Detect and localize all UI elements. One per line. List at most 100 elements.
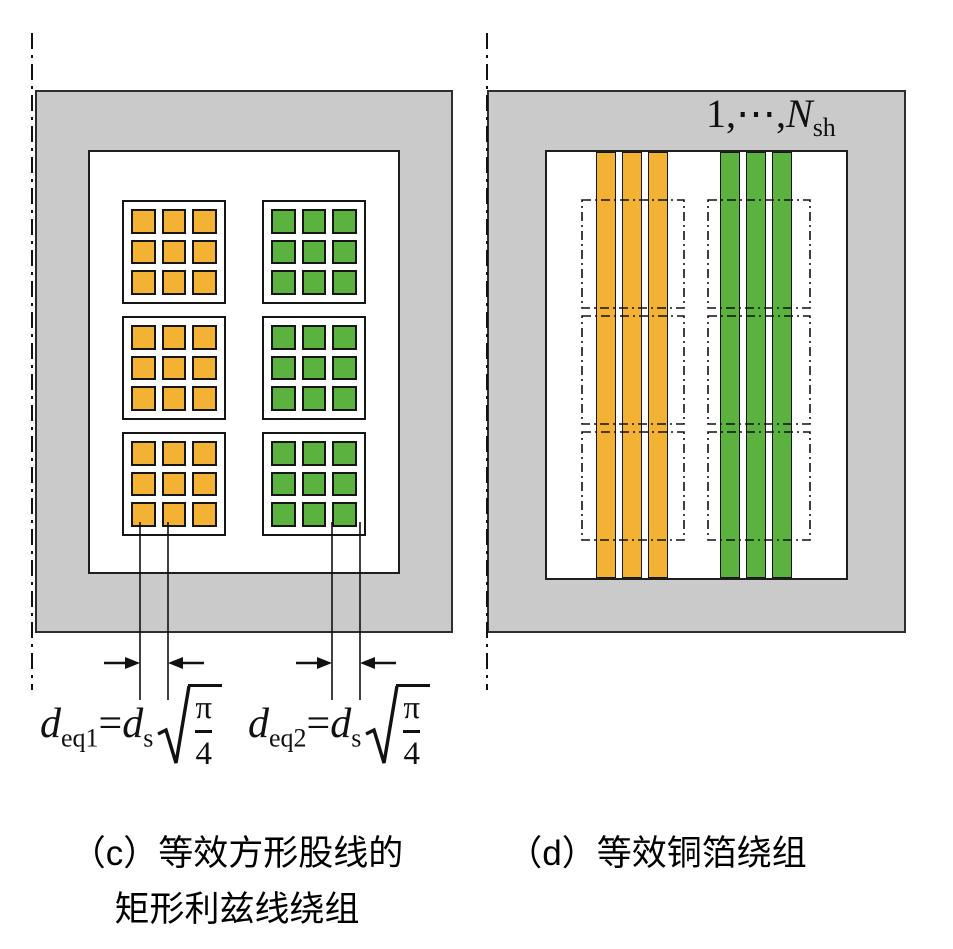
strand-square: [131, 355, 156, 381]
strand-square: [192, 325, 217, 350]
foil-strip: [622, 152, 642, 578]
strand-square: [192, 209, 217, 234]
strand-square: [301, 239, 327, 265]
foil-group-green: [720, 152, 792, 578]
formula-var: d: [330, 700, 352, 747]
strand-square: [131, 270, 156, 295]
coil-grid: [88, 150, 400, 574]
label-prefix: 1,⋯,: [706, 91, 786, 136]
strand-square: [271, 209, 296, 234]
coil-box-orange: [122, 316, 226, 420]
strand-square: [332, 441, 357, 466]
strand-square: [332, 502, 357, 527]
fraction: π 4: [188, 684, 223, 772]
strand-square: [161, 441, 187, 466]
coil-box-green: [262, 432, 366, 536]
formula-text: deq2=ds: [248, 703, 361, 751]
foil-count-label: 1,⋯,Nsh: [706, 94, 836, 141]
strand-square: [131, 471, 156, 497]
fraction-bar: [195, 730, 213, 733]
strand-square: [131, 209, 156, 234]
strand-square: [271, 441, 296, 466]
strand-square: [271, 325, 296, 350]
formula-var: d: [122, 700, 144, 747]
coil-row: [122, 200, 366, 304]
formula-deq2: deq2=ds π 4: [248, 684, 431, 772]
strand-square: [161, 239, 187, 265]
dim-arrowhead: [168, 657, 183, 669]
strand-square: [301, 325, 327, 350]
strand-square: [271, 386, 296, 411]
coil-box-orange: [122, 200, 226, 304]
strand-square: [161, 325, 187, 350]
strand-square: [301, 355, 327, 381]
formula-sub: s: [143, 723, 154, 753]
strand-square: [131, 386, 156, 411]
strand-square: [332, 386, 357, 411]
strand-square: [161, 502, 187, 527]
equals-sign: =: [98, 700, 123, 747]
sqrt-radical-icon: π 4: [365, 684, 431, 772]
strand-square: [192, 355, 217, 381]
strand-square: [301, 386, 327, 411]
foil-strip: [746, 152, 766, 578]
strand-square: [332, 355, 357, 381]
strand-square: [301, 209, 327, 234]
strand-square: [301, 471, 327, 497]
formula-sub: s: [351, 723, 362, 753]
strand-square: [131, 239, 156, 265]
fraction-numerator: π: [195, 690, 213, 726]
caption-panel-c: （c）等效方形股线的 矩形利兹线绕组: [37, 826, 437, 938]
foil-group-orange: [596, 152, 668, 578]
coil-row: [122, 432, 366, 536]
equals-sign: =: [306, 700, 331, 747]
foil-strip: [648, 152, 668, 578]
strand-square: [192, 270, 217, 295]
strand-square: [271, 471, 296, 497]
strand-square: [332, 209, 357, 234]
strand-square: [192, 502, 217, 527]
formula-sub: eq2: [269, 723, 307, 753]
strand-square: [161, 355, 187, 381]
formula-text: deq1=ds: [40, 703, 153, 751]
strand-square: [131, 502, 156, 527]
coil-box-orange: [122, 432, 226, 536]
strand-square: [161, 471, 187, 497]
window-d: [545, 150, 848, 580]
strand-square: [192, 239, 217, 265]
formula-deq1: deq1=ds π 4: [40, 684, 223, 772]
fraction-bar: [403, 730, 421, 733]
foil-strip: [772, 152, 792, 578]
strand-square: [192, 386, 217, 411]
strand-square: [271, 270, 296, 295]
strand-square: [332, 270, 357, 295]
fraction: π 4: [396, 684, 431, 772]
foil-strip: [596, 152, 616, 578]
strand-square: [271, 239, 296, 265]
strand-square: [271, 502, 296, 527]
strand-square: [301, 441, 327, 466]
formula-sub: eq1: [61, 723, 99, 753]
fraction-denominator: 4: [195, 736, 212, 772]
strand-square: [301, 270, 327, 295]
formula-var: d: [248, 700, 269, 747]
label-var: N: [786, 91, 813, 136]
dim-arrowhead: [317, 657, 332, 669]
strand-square: [161, 386, 187, 411]
fraction-numerator: π: [403, 690, 421, 726]
coil-row: [122, 316, 366, 420]
strand-square: [332, 325, 357, 350]
coil-box-green: [262, 316, 366, 420]
strand-square: [131, 325, 156, 350]
dim-arrowhead: [125, 657, 140, 669]
strand-square: [332, 239, 357, 265]
strand-square: [271, 355, 296, 381]
foil-strip: [720, 152, 740, 578]
dim-arrowhead: [360, 657, 375, 669]
strand-square: [192, 441, 217, 466]
label-sub: sh: [812, 113, 836, 142]
caption-line1: （c）等效方形股线的: [70, 834, 404, 873]
fraction-denominator: 4: [403, 736, 420, 772]
strand-square: [301, 502, 327, 527]
